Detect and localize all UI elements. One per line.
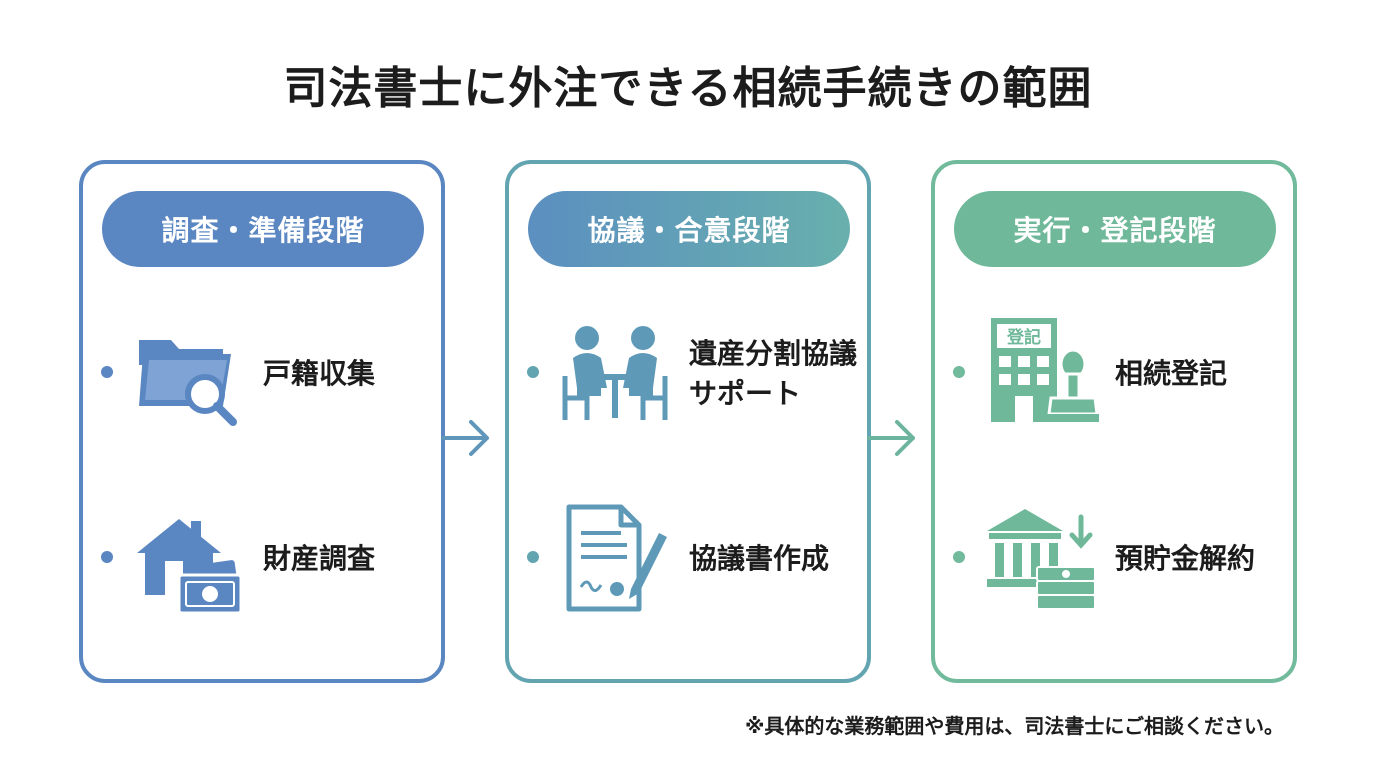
stage-header: 調査・準備段階: [102, 191, 424, 267]
registry-building-stamp-icon: 登記: [991, 318, 1099, 422]
folder-search-icon: [139, 340, 237, 426]
bank-money-icon: [987, 509, 1096, 610]
footnote: ※具体的な業務範囲や費用は、司法書士にご相談ください。: [744, 714, 1284, 738]
bullet-dot: [101, 551, 113, 563]
item-label: 遺産分割協議サポート: [689, 337, 858, 410]
list-item: 協議書作成: [509, 499, 867, 619]
list-item: 戸籍収集: [83, 314, 441, 434]
list-item: 財産調査: [83, 499, 441, 619]
bullet-dot: [953, 551, 965, 563]
stage-header: 実行・登記段階: [954, 191, 1276, 267]
bullet-dot: [101, 366, 113, 378]
meeting-people-icon: [562, 326, 668, 420]
stage-card-research: 調査・準備段階 戸籍収集 財産調査: [79, 160, 445, 683]
item-label: 協議書作成: [689, 542, 830, 575]
list-item: 預貯金解約: [935, 499, 1293, 619]
bullet-dot: [527, 366, 539, 378]
item-label: 戸籍収集: [263, 357, 376, 390]
item-label: 相続登記: [1115, 357, 1228, 390]
item-label: 財産調査: [263, 542, 376, 575]
page-title: 司法書士に外注できる相続手続きの範囲: [283, 63, 1093, 114]
bullet-dot: [527, 551, 539, 563]
stage-header: 協議・合意段階: [528, 191, 850, 267]
document-pen-icon: [566, 504, 667, 612]
stage-card-execution: 実行・登記段階 登記 相続登記: [931, 160, 1297, 683]
house-money-icon: [137, 519, 243, 615]
bullet-dot: [953, 366, 965, 378]
stage-card-agreement: 協議・合意段階 遺産分割協議サポート 協議書作成: [505, 160, 871, 683]
registry-sign-text: 登記: [1006, 327, 1041, 348]
item-label: 預貯金解約: [1115, 542, 1256, 575]
list-item: 登記 相続登記: [935, 314, 1293, 434]
arrow-right-icon: [867, 420, 915, 456]
list-item: 遺産分割協議サポート: [509, 314, 867, 434]
arrow-right-icon: [441, 420, 489, 456]
